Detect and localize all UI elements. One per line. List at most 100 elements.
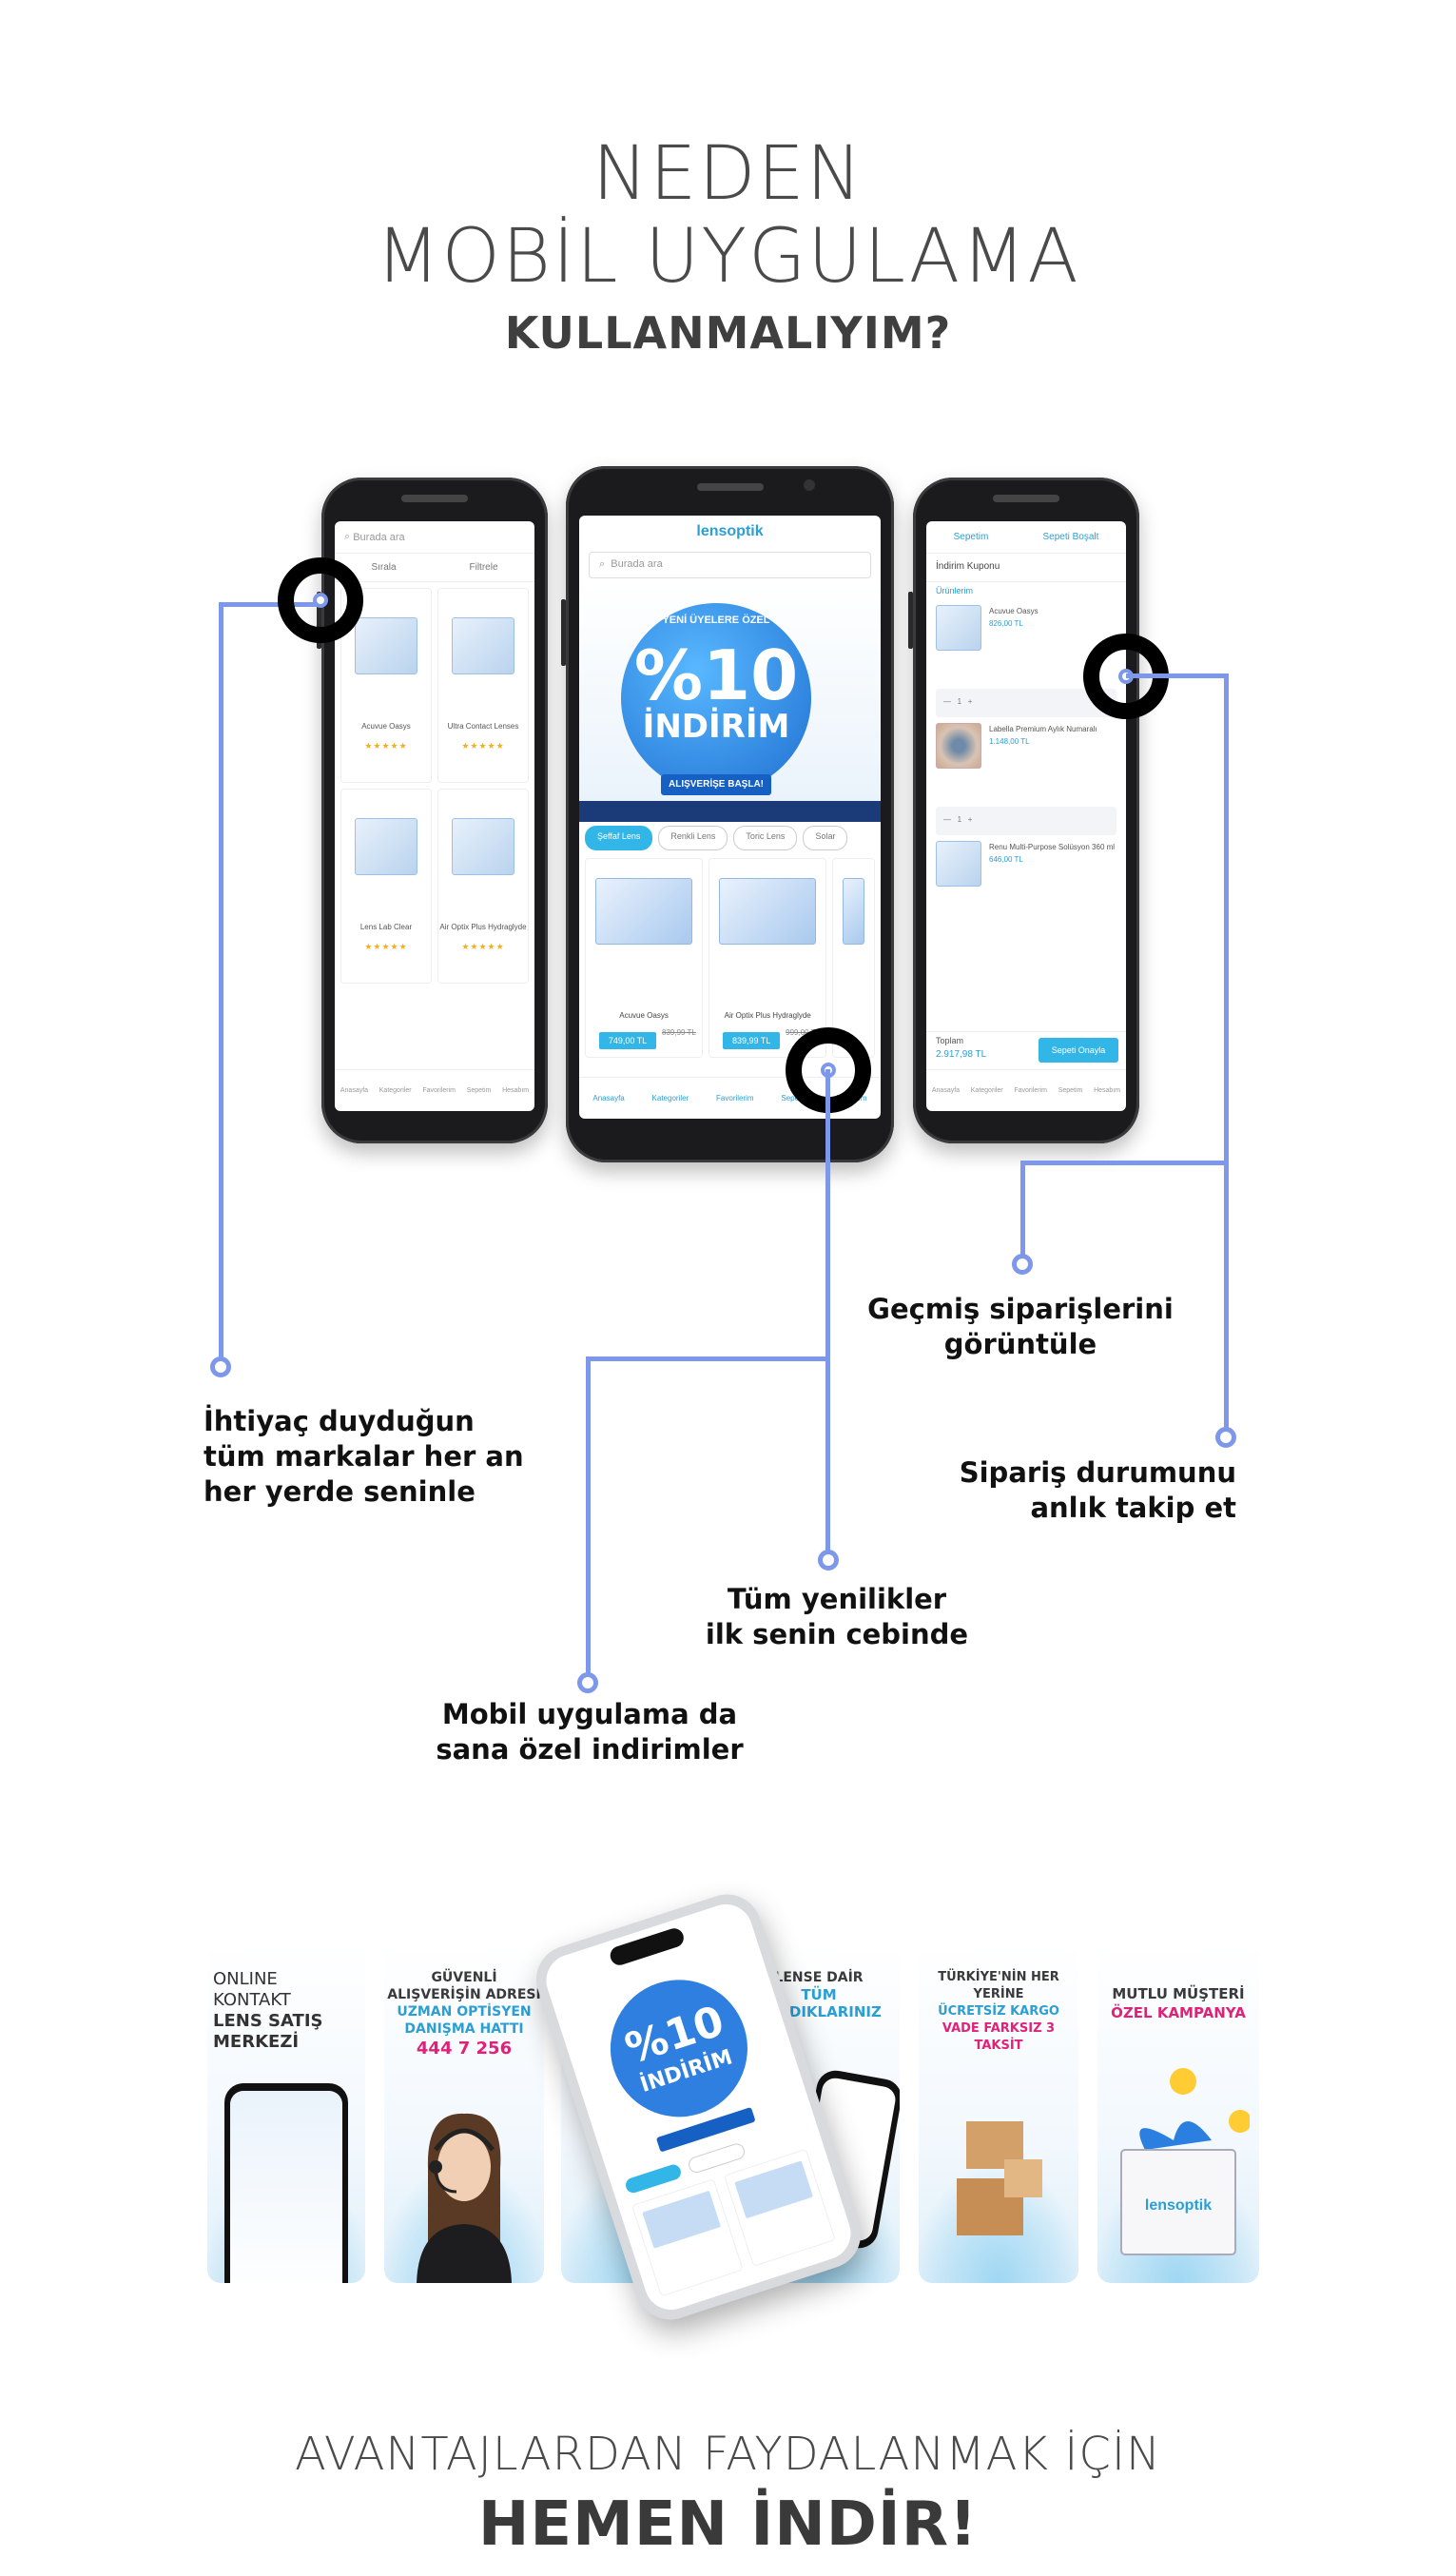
total-value: 2.917,98 TL <box>936 1049 987 1060</box>
product-card[interactable] <box>832 858 875 1058</box>
chip-colored-lens[interactable]: Renkli Lens <box>658 826 728 850</box>
empty-cart-button[interactable]: Sepeti Boşalt <box>1042 532 1099 542</box>
callout-line <box>586 1356 591 1675</box>
right-phone-screen: Sepetim Sepeti Boşalt İndirim Kuponu Ürü… <box>926 521 1126 1111</box>
product-card[interactable]: Air Optix Plus Hydraglyde 999,00 TL 839,… <box>709 858 827 1058</box>
left-product-grid: Acuvue Oasys ★★★★★ Ultra Contact Lenses … <box>335 582 534 989</box>
banner-cta-button[interactable]: ALIŞVERİŞE BAŞLA! <box>661 774 771 795</box>
product-price: 749,00 TL <box>599 1032 656 1049</box>
product-image <box>719 878 817 945</box>
callout-brands: İhtiyaç duyduğun tüm markalar her an her… <box>204 1405 524 1508</box>
brand-logo: lensoptik <box>696 523 764 539</box>
footer-line-1: AVANTAJLARDAN FAYDALANMAK İÇİN <box>295 2428 1161 2481</box>
nav-favorites[interactable]: Favorilerim <box>716 1094 754 1103</box>
nav-favorites[interactable]: Favorilerim <box>422 1087 456 1094</box>
search-icon: ⌕ <box>344 531 354 542</box>
callout-line <box>1020 1161 1229 1165</box>
chip-toric-lens[interactable]: Toric Lens <box>733 826 798 850</box>
product-image <box>355 617 417 674</box>
product-rating: ★★★★★ <box>364 741 408 751</box>
sort-button[interactable]: Sırala <box>371 562 397 573</box>
nav-categories[interactable]: Kategoriler <box>970 1087 1003 1094</box>
promo-banner[interactable]: YENİ ÜYELERE ÖZEL %10 İNDİRİM ALIŞVERİŞE… <box>579 584 881 801</box>
nav-categories[interactable]: Kategoriler <box>379 1087 412 1094</box>
callout-line <box>219 602 223 1363</box>
product-old-price: 999,00 TL <box>786 1028 821 1037</box>
callout-tracking: Sipariş durumunu anlık takip et <box>959 1456 1236 1524</box>
product-rating: ★★★★★ <box>461 741 505 751</box>
left-bottom-nav: Anasayfa Kategoriler Favorilerim Sepetim… <box>335 1069 534 1111</box>
product-card[interactable]: Lens Lab Clear ★★★★★ <box>340 789 432 984</box>
nav-categories[interactable]: Kategoriler <box>651 1094 689 1103</box>
banner-word: İNDİRİM <box>642 708 790 746</box>
heading-line-3: KULLANMALIYIM? <box>504 307 952 359</box>
cargo-box-illustration <box>957 2121 1042 2235</box>
filter-button[interactable]: Filtrele <box>469 562 498 573</box>
screenshot-tile-shipping: TÜRKİYE'NİN HER YERİNE ÜCRETSİZ KARGO VA… <box>919 1941 1078 2283</box>
cart-total: Toplam 2.917,98 TL Sepeti Onayla <box>926 1031 1126 1069</box>
screenshot-tile-online-lens: ONLINE KONTAKT LENS SATIŞ MERKEZİ <box>207 1941 365 2283</box>
callout-line <box>825 1069 830 1559</box>
product-card[interactable]: Acuvue Oasys 839,99 TL 749,00 TL <box>585 858 704 1058</box>
product-name: Air Optix Plus Hydraglyde <box>439 923 527 931</box>
nav-home[interactable]: Anasayfa <box>592 1094 625 1103</box>
nav-account[interactable]: Hesabım <box>502 1087 530 1094</box>
nav-cart[interactable]: Sepetim <box>466 1087 492 1094</box>
callout-dot <box>577 1672 598 1693</box>
nav-favorites[interactable]: Favorilerim <box>1014 1087 1047 1094</box>
cart-item[interactable]: Labella Premium Aylık Numaralı 1.148,00 … <box>926 717 1126 807</box>
cart-tab[interactable]: Sepetim <box>953 532 989 542</box>
right-phone: Sepetim Sepeti Boşalt İndirim Kuponu Ürü… <box>908 478 1139 1143</box>
callout-dot <box>210 1356 231 1377</box>
product-image <box>452 617 514 674</box>
callout-ring <box>278 557 363 643</box>
cart-item[interactable]: Renu Multi-Purpose Solüsyon 360 ml 646,0… <box>926 835 1126 892</box>
product-card[interactable]: Acuvue Oasys ★★★★★ <box>340 588 432 783</box>
callout-news: Tüm yenilikler ilk senin cebinde <box>705 1583 969 1650</box>
gift-brand-logo: lensoptik <box>1144 2197 1213 2214</box>
callout-discounts: Mobil uygulama da sana özel indirimler <box>436 1698 744 1766</box>
heading-line-2: MOBİL UYGULAMA <box>376 214 1080 300</box>
cart-item[interactable]: Acuvue Oasys 826,00 TL <box>926 599 1126 689</box>
product-name: Acuvue Oasys <box>361 722 411 731</box>
banner-top-text: YENİ ÜYELERE ÖZEL <box>662 615 770 626</box>
quantity-stepper[interactable]: — 1 + <box>936 689 1116 717</box>
callout-line <box>219 602 323 607</box>
chip-solar[interactable]: Solar <box>803 826 848 850</box>
product-card[interactable]: Air Optix Plus Hydraglyde ★★★★★ <box>437 789 529 984</box>
chip-clear-lens[interactable]: Şeffaf Lens <box>585 826 653 850</box>
download-now-cta[interactable]: HEMEN İNDİR! <box>477 2489 979 2560</box>
nav-home[interactable]: Anasayfa <box>340 1087 369 1094</box>
nav-account[interactable]: Hesabım <box>1094 1087 1121 1094</box>
left-search-bar[interactable]: ⌕ Burada ara <box>335 521 534 554</box>
support-agent-illustration <box>417 2113 512 2283</box>
screenshot-tile-support: GÜVENLİ ALIŞVERİŞİN ADRESİ UZMAN OPTİSYE… <box>384 1941 544 2283</box>
featured-phone-mockup: %10 İNDİRİM <box>527 1885 870 2329</box>
item-thumbnail <box>936 841 981 887</box>
product-name: Acuvue Oasys <box>619 1011 669 1020</box>
total-label: Toplam <box>936 1036 964 1045</box>
callout-line <box>1020 1161 1025 1265</box>
cart-tabs: Sepetim Sepeti Boşalt <box>926 521 1126 554</box>
middle-phone-screen: lensoptik ⌕ Burada ara YENİ ÜYELERE ÖZEL… <box>579 516 881 1119</box>
heading-line-1: NEDEN <box>592 131 864 217</box>
quantity-stepper[interactable]: — 1 + <box>936 807 1116 835</box>
nav-cart[interactable]: Sepetim <box>1058 1087 1083 1094</box>
item-thumbnail <box>936 723 981 769</box>
checkout-button[interactable]: Sepeti Onayla <box>1039 1038 1118 1063</box>
gift-box-illustration <box>1120 2068 1250 2255</box>
product-image <box>595 878 693 945</box>
callout-line <box>1224 673 1229 1434</box>
middle-search-bar[interactable]: ⌕ Burada ara <box>589 552 871 578</box>
product-card[interactable]: Ultra Contact Lenses ★★★★★ <box>437 588 529 783</box>
coupon-field[interactable]: İndirim Kuponu <box>926 554 1126 582</box>
nav-home[interactable]: Anasayfa <box>931 1087 961 1094</box>
left-search-placeholder: Burada ara <box>353 531 405 543</box>
callout-dot <box>818 1550 839 1571</box>
callout-dot <box>1012 1254 1033 1275</box>
category-chips: Şeffaf Lens Renkli Lens Toric Lens Solar <box>579 826 881 850</box>
discount-disc: YENİ ÜYELERE ÖZEL %10 İNDİRİM <box>621 603 811 793</box>
product-name: Lens Lab Clear <box>359 923 413 931</box>
product-rating: ★★★★★ <box>461 942 505 951</box>
product-price: 839,99 TL <box>723 1032 781 1049</box>
